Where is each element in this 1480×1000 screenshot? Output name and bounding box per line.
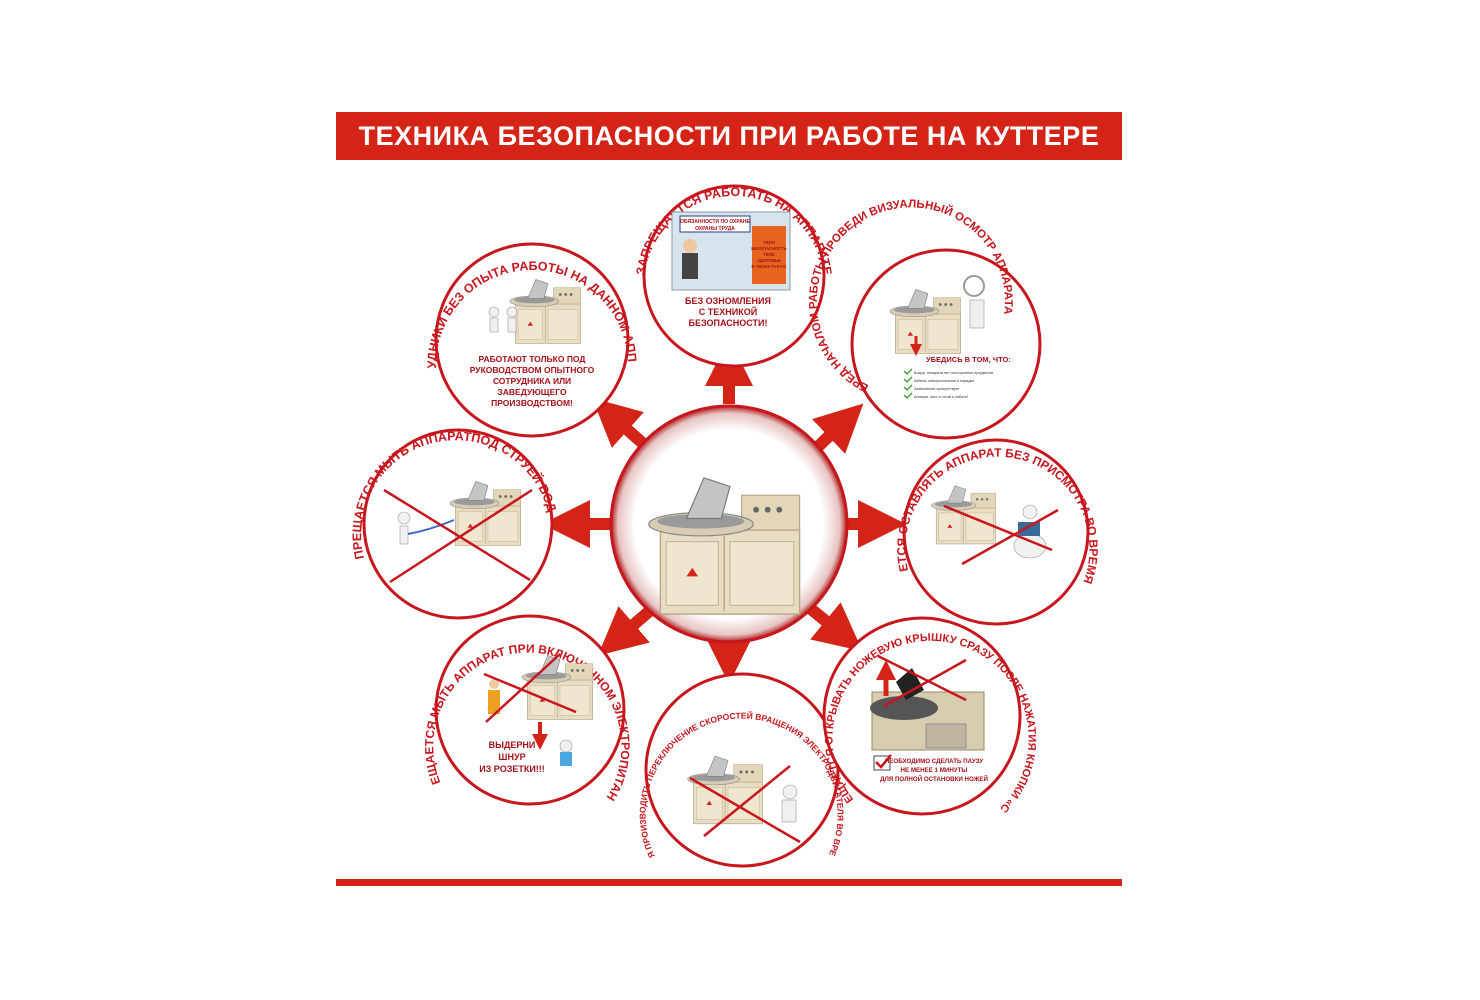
checkmark-icons — [903, 368, 913, 399]
cross-mark — [877, 654, 967, 702]
check-item-2: Кабель электропитания в порядке — [914, 379, 974, 383]
cross-mark — [383, 488, 531, 582]
rule-lower-left-inner-3: ИЗ РОЗЕТКИ!!! — [479, 764, 545, 774]
page-title: ТЕХНИКА БЕЗОПАСНОСТИ ПРИ РАБОТЕ НА КУТТЕ… — [358, 120, 1100, 151]
safety-poster-icon — [752, 226, 786, 284]
cleaner-figure-icon — [489, 679, 499, 689]
rule-lower-right-inner-1: НЕОБХОДИМО СДЕЛАТЬ ПАУЗУ — [885, 758, 983, 765]
board-line-1: ОБЯЗАННОСТИ ПО ОХРАНЕ — [680, 219, 750, 225]
rule-upper-left-inner-3: СОТРУДНИКА ИЛИ — [493, 376, 571, 386]
rule-upper-left-inner-4: ЗАВЕДУЮЩЕГО — [497, 387, 567, 397]
rule-lower-left-inner-2: ШНУР — [498, 752, 525, 762]
cross-mark — [943, 504, 1053, 552]
cross-mark — [483, 672, 577, 714]
worker-figure-icon — [683, 239, 697, 253]
poster-text-4: ЗДОРОВЬЕ — [757, 258, 781, 263]
rule-circle-top: ЗАПРЕЩАЕТСЯ РАБОТАТЬ НА АППАРАТЕ ОБЯЗАНН… — [634, 184, 834, 368]
title-banner: ТЕХНИКА БЕЗОПАСНОСТИ ПРИ РАБОТЕ НА КУТТЕ… — [336, 112, 1122, 160]
rule-upper-left-inner-5: ПРОИЗВОДСТВОМ! — [491, 398, 573, 408]
poster-text-1: ТВОЯ — [763, 240, 775, 245]
rule-circle-upper-left: СОТРУДНИКИ БЕЗ ОПЫТА РАБОТЫ НА ДАННОМ АП… — [0, 0, 639, 438]
check-item-1: Вокруг аппарата нет посторонних предмето… — [914, 371, 993, 375]
poster-text-5: В ТВОИХ РУКАХ! — [752, 264, 787, 269]
magnifier-icon — [963, 275, 985, 297]
cross-mark — [689, 776, 801, 844]
check-item-3: Заземление присутствует — [914, 387, 960, 391]
rule-lower-left-inner-1: ВЫДЕРНИ — [489, 740, 536, 750]
rule-upper-left-inner-2: РУКОВОДСТВОМ ОПЫТНОГО — [470, 365, 595, 375]
rule-top-inner-3: БЕЗОПАСНОСТИ! — [689, 318, 768, 328]
rule-top-inner-2: С ТЕХНИКОЙ — [699, 306, 757, 317]
center-circle — [609, 404, 849, 644]
board-line-2: ОХРАНЫ ТРУДА — [695, 226, 735, 232]
bottom-divider — [336, 879, 1122, 886]
poster-text-3: ТВОЕ — [763, 252, 775, 257]
figure-at-control-icon — [782, 784, 798, 800]
rule-top-inner-1: БЕЗ ОЗНОМЛЕНИЯ — [685, 296, 771, 306]
figure-with-hose-icon — [397, 511, 411, 525]
unplug-figure-icon — [559, 739, 573, 753]
poster-text-2: БЕЗОПАСНОСТЬ — [751, 246, 786, 251]
rule-upper-left-inner-1: РАБОТАЮТ ТОЛЬКО ПОД — [479, 354, 586, 364]
figures-handshake-icon — [488, 306, 500, 318]
arrow-up-left — [592, 397, 653, 453]
rule-lower-right-inner-2: НЕ МЕНЕЕ 1 МИНУТЫ — [901, 767, 968, 774]
rule-lower-right-inner-3: ДЛЯ ПОЛНОЙ ОСТАНОВКИ НОЖЕЙ — [880, 775, 988, 783]
rule-upper-right-check-title: УБЕДИСЬ В ТОМ, ЧТО: — [926, 355, 1011, 364]
check-item-4: Аппарат чист и готов к работе! — [914, 395, 968, 399]
